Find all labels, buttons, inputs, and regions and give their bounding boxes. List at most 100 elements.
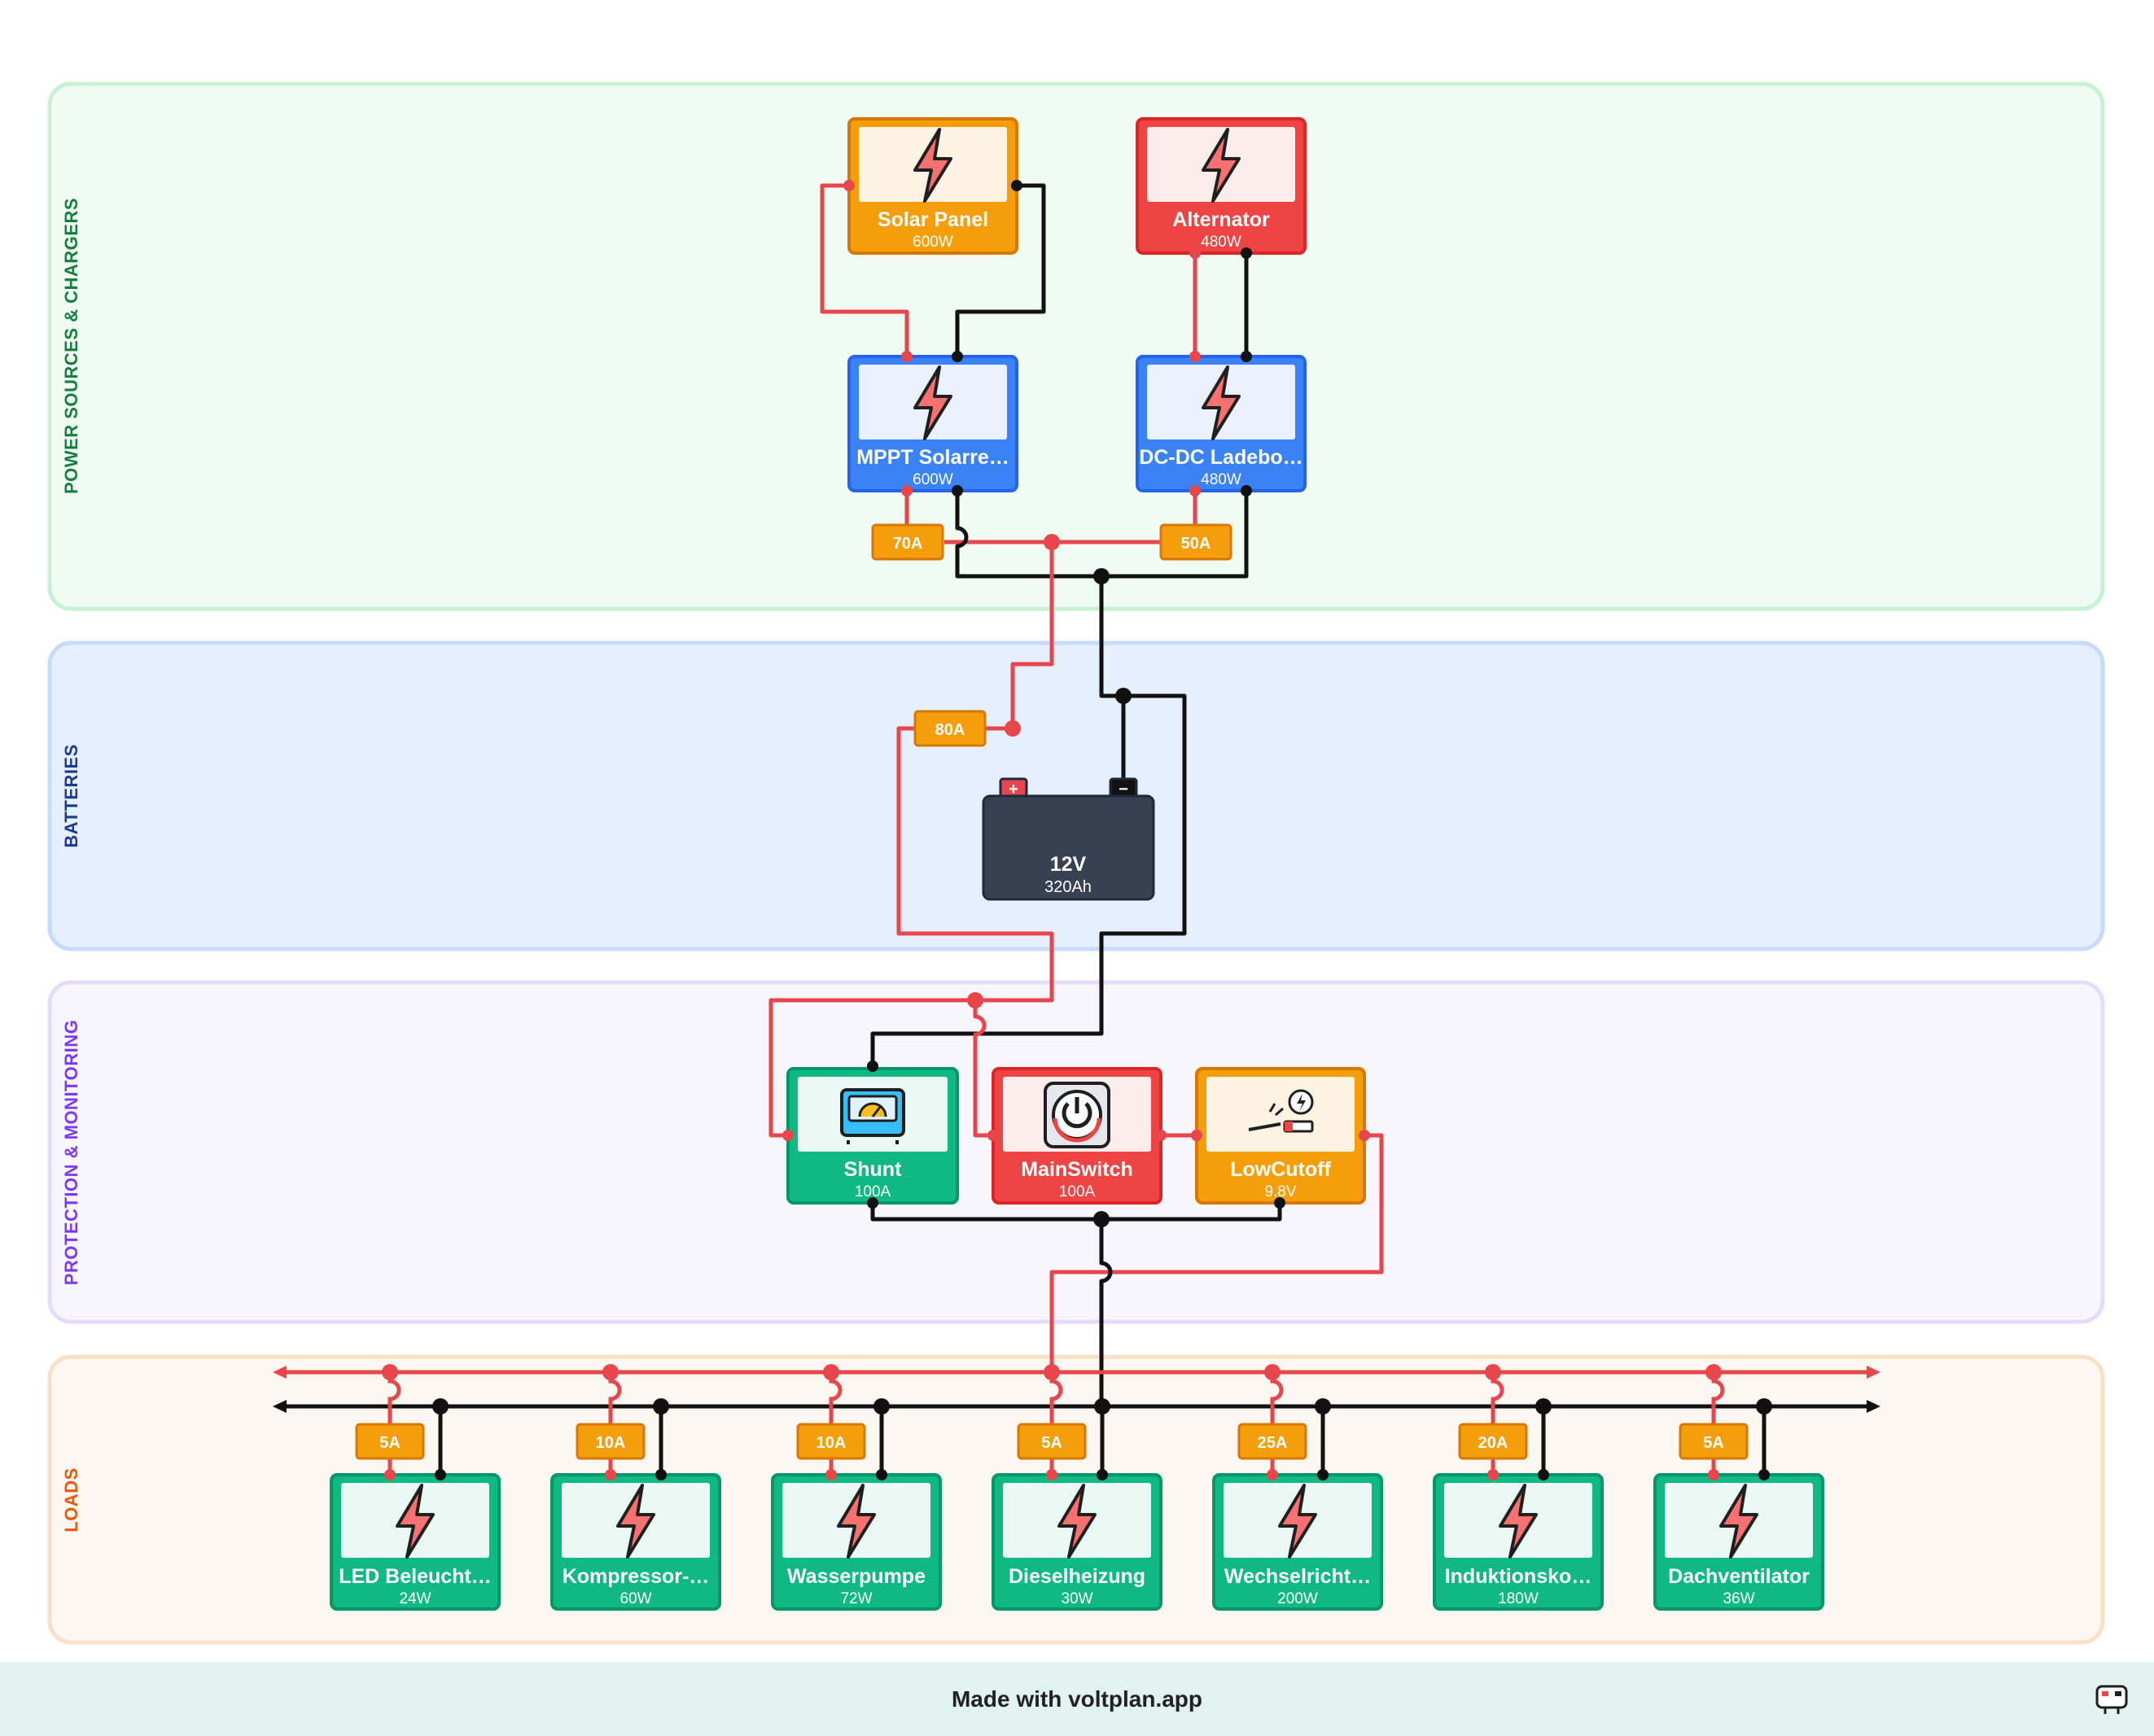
component-value: 9.8V xyxy=(1264,1183,1296,1200)
negative-bus-arrow-right xyxy=(1867,1400,1880,1413)
load-fuse[interactable]: 10A xyxy=(796,1423,866,1460)
wire-battery-negative-charge[interactable] xyxy=(1099,576,1126,781)
charger-mppt[interactable]: MPPT Solarre… 600W xyxy=(847,355,1018,492)
fuse-mppt[interactable]: 70A xyxy=(871,523,944,561)
terminal-positive[interactable] xyxy=(1708,1469,1719,1480)
load-fuse[interactable]: 25A xyxy=(1237,1423,1307,1460)
load-positive-wire[interactable] xyxy=(608,1372,622,1475)
terminal-negative[interactable] xyxy=(655,1469,667,1480)
terminal-positive[interactable] xyxy=(1267,1469,1278,1480)
protection-mainswitch[interactable]: MainSwitch 100A xyxy=(992,1067,1162,1205)
footer-credit[interactable]: Made with voltplan.app xyxy=(951,1686,1202,1712)
wire-battery-positive-main[interactable] xyxy=(896,726,1054,1003)
battery[interactable]: + − 12V 320Ah xyxy=(982,777,1155,901)
load-positive-wire[interactable] xyxy=(1270,1372,1284,1475)
wire-battery-negative-main[interactable] xyxy=(870,693,1187,1066)
junction-dot xyxy=(1756,1398,1772,1415)
voltplan-logo-icon[interactable] xyxy=(2094,1681,2130,1717)
load-fuse[interactable]: 10A xyxy=(576,1423,646,1460)
load-fuse[interactable]: 20A xyxy=(1458,1423,1528,1460)
low-voltage-cutoff-icon xyxy=(1248,1089,1314,1133)
terminal-positive[interactable] xyxy=(1487,1469,1499,1480)
protection-shunt[interactable]: Shunt 100A xyxy=(786,1067,959,1205)
terminal-negative[interactable] xyxy=(1317,1469,1329,1480)
terminal-positive[interactable] xyxy=(1359,1130,1370,1141)
terminal-negative[interactable] xyxy=(1758,1469,1770,1480)
terminal-positive[interactable] xyxy=(384,1469,396,1480)
source-alternator[interactable]: Alternator 480W xyxy=(1136,117,1307,255)
load-fuse[interactable]: 5A xyxy=(355,1423,425,1460)
terminal-negative[interactable] xyxy=(1274,1197,1285,1209)
terminal-positive[interactable] xyxy=(605,1469,616,1480)
terminal-positive[interactable] xyxy=(782,1130,794,1141)
load-5[interactable]: 25A Wechselricht… 200W xyxy=(1212,1364,1383,1611)
terminal-negative[interactable] xyxy=(435,1469,446,1480)
load-positive-wire[interactable] xyxy=(829,1372,843,1475)
terminal-negative[interactable] xyxy=(1011,180,1022,191)
load-positive-wire[interactable] xyxy=(387,1372,401,1475)
terminal-negative[interactable] xyxy=(952,485,963,496)
terminal-negative[interactable] xyxy=(867,1060,878,1072)
load-positive-wire[interactable] xyxy=(1711,1372,1725,1475)
terminal-negative[interactable] xyxy=(867,1197,878,1209)
component-name: Wechselricht… xyxy=(1224,1565,1371,1588)
protection-lowcutoff[interactable]: LowCutoff 9.8V xyxy=(1195,1067,1366,1205)
wires-battery xyxy=(768,693,1384,1406)
load-fuse[interactable]: 5A xyxy=(1017,1423,1087,1460)
charger-dcdc[interactable]: DC-DC Ladebo… 480W xyxy=(1136,355,1307,492)
component-value: 100A xyxy=(855,1183,891,1200)
terminal-positive[interactable] xyxy=(1189,247,1201,259)
component-value: 200W xyxy=(1277,1590,1318,1607)
terminal-positive[interactable] xyxy=(1046,1469,1057,1480)
terminal-positive[interactable] xyxy=(1155,1130,1167,1141)
terminal-positive[interactable] xyxy=(1189,485,1201,496)
fuse-battery[interactable]: 80A xyxy=(913,710,987,747)
wire-mainswitch-positive[interactable] xyxy=(973,1000,993,1138)
wire-negative-to-load-bus[interactable] xyxy=(1099,1219,1113,1406)
component-value: 600W xyxy=(913,471,953,488)
terminal-positive[interactable] xyxy=(901,351,913,362)
wire-battery-positive-charge[interactable] xyxy=(1010,542,1054,728)
fuse-dcdc[interactable]: 50A xyxy=(1159,523,1232,561)
terminal-negative[interactable] xyxy=(1241,485,1252,496)
terminal-positive[interactable] xyxy=(1191,1130,1202,1141)
terminal-positive[interactable] xyxy=(1189,351,1201,362)
load-fuse[interactable]: 5A xyxy=(1679,1423,1749,1460)
terminal-negative[interactable] xyxy=(876,1469,887,1480)
junction-dot xyxy=(1485,1364,1501,1380)
junction-dot xyxy=(1005,720,1021,737)
wire-shunt-positive[interactable] xyxy=(768,998,975,1138)
positive-bus-arrow-left xyxy=(273,1366,287,1379)
junction-dot xyxy=(602,1364,619,1380)
terminal-negative[interactable] xyxy=(952,351,963,362)
load-positive-wire[interactable] xyxy=(1049,1372,1063,1475)
junction-dot xyxy=(1044,534,1060,550)
wire-shunt-cutoff-negative[interactable] xyxy=(870,1203,1282,1222)
wire-solar-positive[interactable] xyxy=(820,183,909,356)
wire-solar-negative[interactable] xyxy=(955,183,1046,356)
junction-dot xyxy=(1315,1398,1331,1415)
source-solar-panel[interactable]: Solar Panel 600W xyxy=(847,117,1018,255)
terminal-positive[interactable] xyxy=(987,1130,999,1141)
junction-dot xyxy=(382,1364,398,1380)
terminal-negative[interactable] xyxy=(1241,351,1252,362)
terminal-negative[interactable] xyxy=(1538,1469,1549,1480)
terminal-negative[interactable] xyxy=(1241,247,1252,259)
terminal-negative[interactable] xyxy=(1097,1469,1108,1480)
terminal-positive[interactable] xyxy=(825,1469,837,1480)
terminal-positive[interactable] xyxy=(901,485,913,496)
load-positive-wire[interactable] xyxy=(1491,1372,1504,1475)
terminals-top xyxy=(843,180,1252,496)
component-value: 36W xyxy=(1723,1590,1754,1607)
wire-charger-negative-bus[interactable] xyxy=(955,491,1249,579)
terminal-positive[interactable] xyxy=(843,180,855,191)
component-name: Kompressor-… xyxy=(563,1565,710,1588)
wire-cutoff-to-load-bus[interactable] xyxy=(1049,1133,1384,1372)
